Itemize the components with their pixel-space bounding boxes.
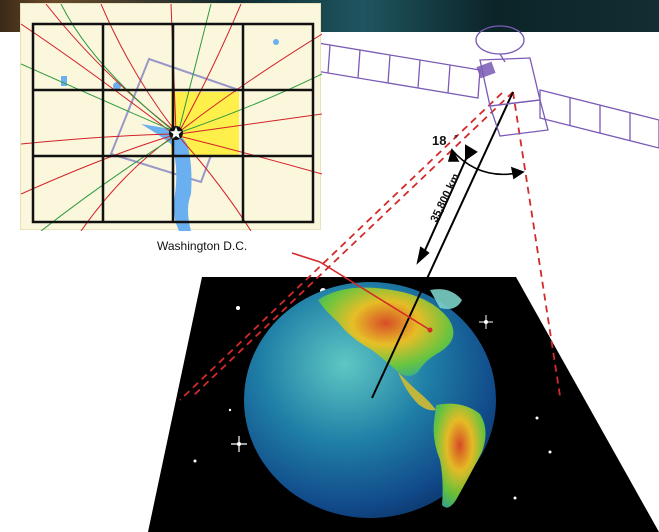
angle-value: 18 bbox=[432, 133, 447, 148]
distance-arrow bbox=[416, 144, 478, 265]
stars bbox=[193, 288, 552, 500]
washington-label: Washington D.C. bbox=[157, 239, 247, 253]
washington-map-inset bbox=[20, 3, 323, 232]
distance-line bbox=[371, 91, 514, 399]
central-america-landmass bbox=[398, 372, 436, 411]
satellite-body-shading bbox=[476, 61, 496, 79]
map-svg bbox=[20, 3, 323, 232]
angle-label: 18 ° bbox=[432, 133, 458, 148]
beam-lines bbox=[179, 91, 561, 401]
washington-leader bbox=[291, 252, 431, 331]
washington-label-text: Washington D.C. bbox=[157, 239, 248, 253]
greenland-landmass bbox=[430, 289, 462, 309]
angle-unit: ° bbox=[454, 133, 458, 143]
map-grid bbox=[31, 22, 315, 224]
potomac-river bbox=[141, 124, 192, 231]
north-america-landmass bbox=[318, 287, 454, 376]
satellite-icon bbox=[297, 25, 659, 149]
washington-point bbox=[427, 327, 433, 333]
angle-arc bbox=[447, 147, 525, 180]
star-icon bbox=[169, 126, 183, 140]
south-america-landmass bbox=[433, 403, 486, 508]
